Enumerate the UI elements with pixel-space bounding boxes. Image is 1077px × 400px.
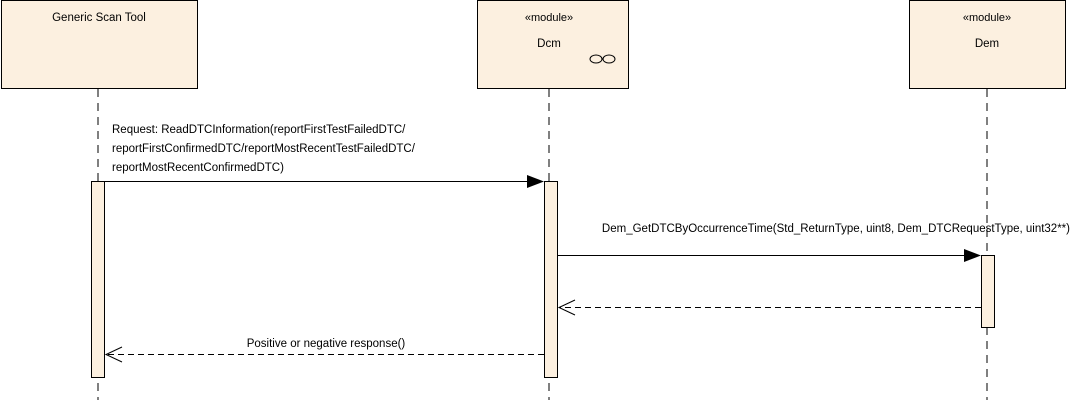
participant-dem-stereotype: «module» xyxy=(963,12,1011,24)
participant-dcm-stereotype: «module» xyxy=(525,12,573,24)
message-get-dtc[interactable]: Dem_GetDTCByOccurrenceTime(Std_ReturnTyp… xyxy=(557,223,1070,262)
participant-scan-tool[interactable]: Generic Scan Tool xyxy=(1,0,198,89)
message-get-dtc-return[interactable] xyxy=(557,299,981,316)
message-request-label-line3: reportMostRecentConfirmedDTC) xyxy=(112,162,284,174)
message-get-dtc-return-arrowhead xyxy=(557,299,576,316)
message-request-label-line2: reportFirstConfirmedDTC/reportMostRecent… xyxy=(112,143,416,155)
participant-dcm-box xyxy=(477,0,629,89)
participant-dcm[interactable]: «module» Dcm xyxy=(477,0,629,89)
activation-dem xyxy=(981,255,995,328)
participant-scan-tool-name: Generic Scan Tool xyxy=(52,12,146,24)
message-get-dtc-label: Dem_GetDTCByOccurrenceTime(Std_ReturnTyp… xyxy=(602,223,1070,235)
message-response[interactable]: Positive or negative response() xyxy=(104,338,544,363)
message-request[interactable]: Request: ReadDTCInformation(reportFirstT… xyxy=(104,124,544,188)
message-response-label: Positive or negative response() xyxy=(247,338,406,350)
message-request-arrowhead xyxy=(527,175,544,188)
participant-scan-tool-box xyxy=(1,0,198,89)
message-request-label-line1: Request: ReadDTCInformation(reportFirstT… xyxy=(112,124,406,136)
participant-dem-box xyxy=(909,0,1066,89)
participant-dcm-name: Dcm xyxy=(537,38,561,50)
message-response-arrowhead xyxy=(104,346,123,363)
participant-dem[interactable]: «module» Dem xyxy=(909,0,1066,89)
participant-dem-name: Dem xyxy=(975,38,999,50)
activation-dcm xyxy=(544,181,558,378)
infinity-subsystem-icon xyxy=(589,54,616,64)
activation-scan-tool xyxy=(91,181,105,378)
message-get-dtc-arrowhead xyxy=(964,249,981,262)
